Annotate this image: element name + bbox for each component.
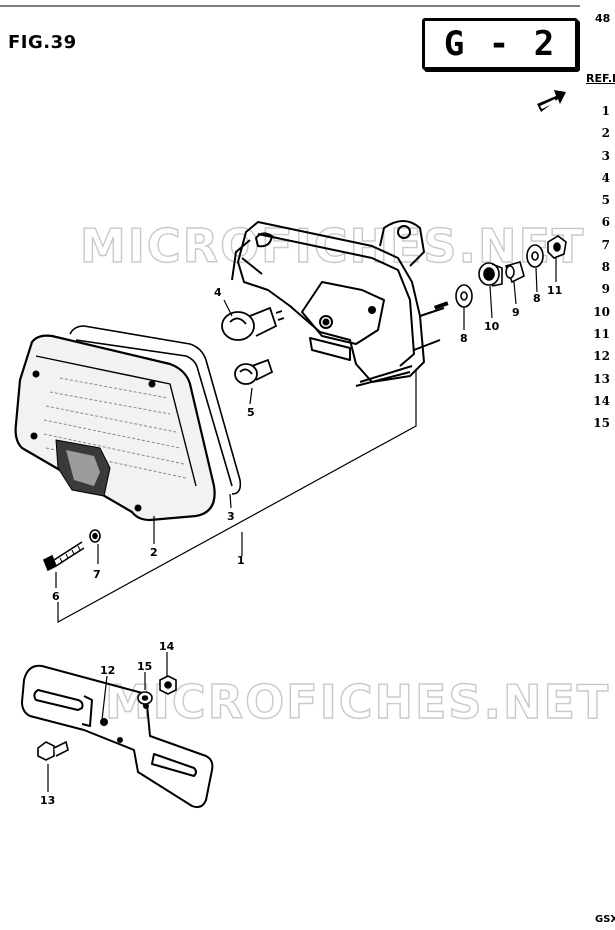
ref-number-header: REF.N [586,72,615,85]
grommet-10 [478,262,503,287]
ref-number-item: 11 [593,326,610,341]
callout-11: 11 [547,284,562,297]
leader-lines [47,258,557,792]
callout-5: 5 [247,406,255,419]
washer-8-left [455,284,473,308]
callout-13: 13 [40,794,55,807]
ref-number-item: 14 [593,393,610,408]
tail-lamp-lens [14,334,216,522]
ref-number-item: 9 [601,282,610,297]
callout-6: 6 [52,590,60,603]
arrow-icon [537,90,566,112]
callout-3: 3 [227,510,235,523]
callout-10: 10 [484,320,500,333]
page-number: 48 [595,12,611,25]
ref-number-item: 7 [601,237,610,252]
ref-number-item: 2 [601,126,610,141]
washer-8-right [526,244,544,268]
ref-number-item: 3 [601,148,610,163]
bracket-nut [159,675,177,695]
callout-8-left: 8 [460,332,468,345]
ref-number-item: 8 [601,260,610,275]
callout-2: 2 [150,546,158,559]
callout-8-right: 8 [533,292,541,305]
callout-15: 15 [137,660,152,673]
ref-number-item: 4 [601,170,610,185]
callout-7: 7 [93,568,101,581]
callout-12: 12 [100,664,115,677]
bracket-bolt [37,740,69,761]
footer-model-code: GSX [595,914,615,925]
ref-number-item: 10 [593,304,610,319]
watermark-bottom: MICROFICHES.NET [105,675,610,729]
ref-number-item: 13 [593,371,610,386]
callout-4: 4 [214,286,222,299]
license-bracket [21,664,214,809]
collar-9 [504,261,525,284]
ref-number-item: 12 [593,349,610,364]
figure-title: FIG.39 [8,32,77,53]
ref-number-item: 6 [601,215,610,230]
bulb-large [221,306,285,341]
lens-screw-washer [89,529,101,543]
bulb-small [234,358,274,385]
ref-number-item: 15 [593,416,610,431]
ref-number-item: 5 [601,193,610,208]
housing-stud [434,301,449,310]
callout-1: 1 [237,554,245,567]
ref-number-item: 1 [601,104,610,118]
callout-14: 14 [159,640,175,653]
tail-lamp-housing [231,220,445,387]
section-code-box: G - 2 [422,18,578,70]
nut-11 [547,235,567,259]
lens-gasket [69,325,242,495]
callout-9: 9 [512,306,520,319]
bracket-washer [137,691,153,705]
watermark-top: MICROFICHES.NET [80,219,585,273]
section-code: G - 2 [443,24,557,64]
lens-screw [42,541,85,572]
